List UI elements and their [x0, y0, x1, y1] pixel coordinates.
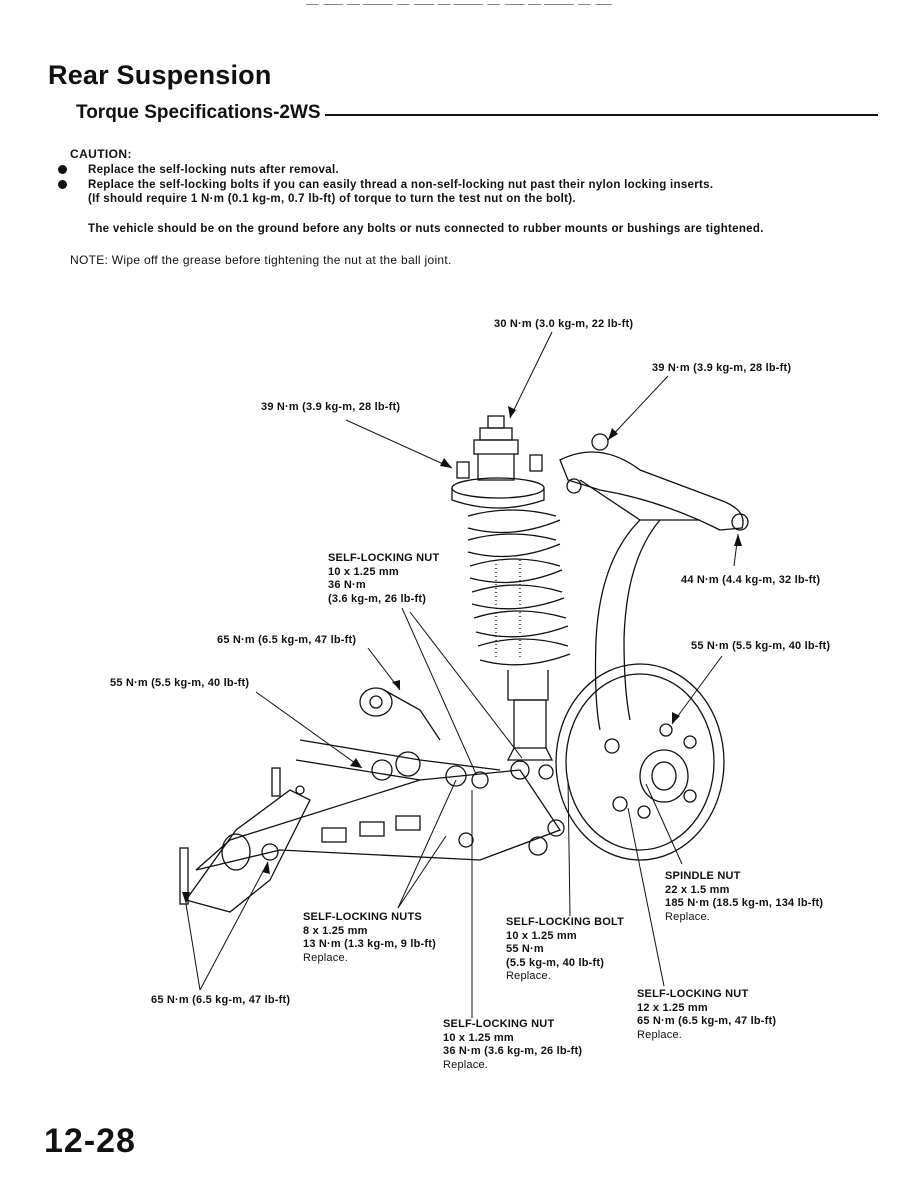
header-rule [306, 4, 612, 5]
arm-bushing [359, 687, 441, 741]
callout-line: SPINDLE NUT [665, 870, 741, 882]
callout-self-locking-nut-bottom: SELF-LOCKING NUT 10 x 1.25 mm 36 N·m (3.… [443, 1018, 582, 1072]
callout-line: 10 x 1.25 mm [443, 1031, 514, 1044]
callout-line: 36 N·m [328, 579, 366, 591]
callout-line: 22 x 1.5 mm [665, 883, 730, 896]
callout-mid-left-65: 65 N·m (6.5 kg-m, 47 lb-ft) [217, 634, 357, 646]
callout-line: (5.5 kg-m, 40 lb-ft) [506, 956, 605, 969]
callout-line: Replace. [665, 910, 711, 923]
callout-line: 36 N·m (3.6 kg-m, 26 lb-ft) [443, 1045, 583, 1057]
callout-line: 8 x 1.25 mm [303, 924, 368, 937]
callout-self-locking-nut-upper: SELF-LOCKING NUT 10 x 1.25 mm 36 N·m (3.… [328, 552, 439, 606]
caution-item: Replace the self-locking bolts if you ca… [58, 178, 713, 207]
callout-ball-joint: 44 N·m (4.4 kg-m, 32 lb-ft) [681, 574, 821, 586]
callout-line: SELF-LOCKING NUT [328, 552, 440, 564]
page-title: Rear Suspension [48, 60, 272, 90]
callout-spindle-nut: SPINDLE NUT 22 x 1.5 mm 185 N·m (18.5 kg… [665, 870, 823, 924]
caution-text-2-sub: (If should require 1 N·m (0.1 kg-m, 0.7 … [88, 193, 576, 205]
callout-line: 10 x 1.25 mm [328, 565, 399, 578]
mount-bracket [179, 767, 311, 913]
bullet-icon [58, 165, 67, 174]
damper-body [506, 670, 554, 761]
arrowheads [182, 406, 742, 904]
vehicle-ground-note: The vehicle should be on the ground befo… [88, 223, 764, 235]
page-number: 12-28 [44, 1122, 136, 1160]
leader-lines [185, 331, 739, 1018]
callout-line: Replace. [303, 951, 349, 964]
caution-text-2: Replace the self-locking bolts if you ca… [88, 178, 714, 191]
callout-line: SELF-LOCKING BOLT [506, 916, 625, 928]
bullet-icon [58, 179, 67, 189]
callout-right-55: 55 N·m (5.5 kg-m, 40 lb-ft) [691, 640, 831, 652]
upper-control-arm [559, 433, 749, 531]
caution-text-1: Replace the self-locking nuts after remo… [88, 164, 339, 176]
section-title: Torque Specifications-2WS [76, 102, 321, 123]
callout-top-left: 39 N·m (3.9 kg-m, 28 lb-ft) [261, 401, 401, 413]
callout-self-locking-nut-right: SELF-LOCKING NUT 12 x 1.25 mm 65 N·m (6.… [637, 988, 776, 1042]
brake-drum [555, 663, 725, 861]
callout-top-center: 30 N·m (3.0 kg-m, 22 lb-ft) [494, 318, 634, 330]
section-header: Torque Specifications-2WS [76, 102, 878, 124]
callout-bottom-left-65: 65 N·m (6.5 kg-m, 47 lb-ft) [151, 994, 291, 1006]
callout-left-55: 55 N·m (5.5 kg-m, 40 lb-ft) [110, 677, 250, 689]
callout-self-locking-bolt: SELF-LOCKING BOLT 10 x 1.25 mm 55 N·m (5… [506, 916, 624, 984]
callout-line: SELF-LOCKING NUTS [303, 911, 422, 923]
callout-line: 185 N·m (18.5 kg-m, 134 lb-ft) [665, 897, 824, 909]
grease-note: NOTE: Wipe off the grease before tighten… [70, 253, 452, 267]
shock-top-mount [451, 415, 545, 509]
callout-line: Replace. [506, 970, 552, 982]
callout-line: SELF-LOCKING NUT [637, 988, 749, 1000]
callout-self-locking-nuts-lower: SELF-LOCKING NUTS 8 x 1.25 mm 13 N·m (1.… [303, 911, 436, 965]
callout-line: (3.6 kg-m, 26 lb-ft) [328, 592, 427, 605]
callout-line: 13 N·m (1.3 kg-m, 9 lb-ft) [303, 938, 436, 950]
caution-heading: CAUTION: [70, 147, 132, 161]
callout-line: SELF-LOCKING NUT [443, 1018, 555, 1030]
callout-line: 65 N·m (6.5 kg-m, 47 lb-ft) [637, 1015, 777, 1027]
section-rule [324, 114, 878, 116]
caution-item: Replace the self-locking nuts after remo… [58, 163, 713, 178]
knuckle [594, 519, 661, 731]
callout-top-right: 39 N·m (3.9 kg-m, 28 lb-ft) [652, 362, 792, 374]
callout-line: 12 x 1.25 mm [637, 1001, 708, 1014]
callout-line: 55 N·m [506, 943, 544, 955]
caution-list: Replace the self-locking nuts after remo… [58, 163, 713, 207]
callout-line: 10 x 1.25 mm [506, 929, 577, 942]
coil-spring [467, 509, 571, 666]
lower-arm [195, 739, 565, 871]
callout-line: Replace. [443, 1058, 489, 1071]
callout-line: Replace. [637, 1028, 683, 1041]
